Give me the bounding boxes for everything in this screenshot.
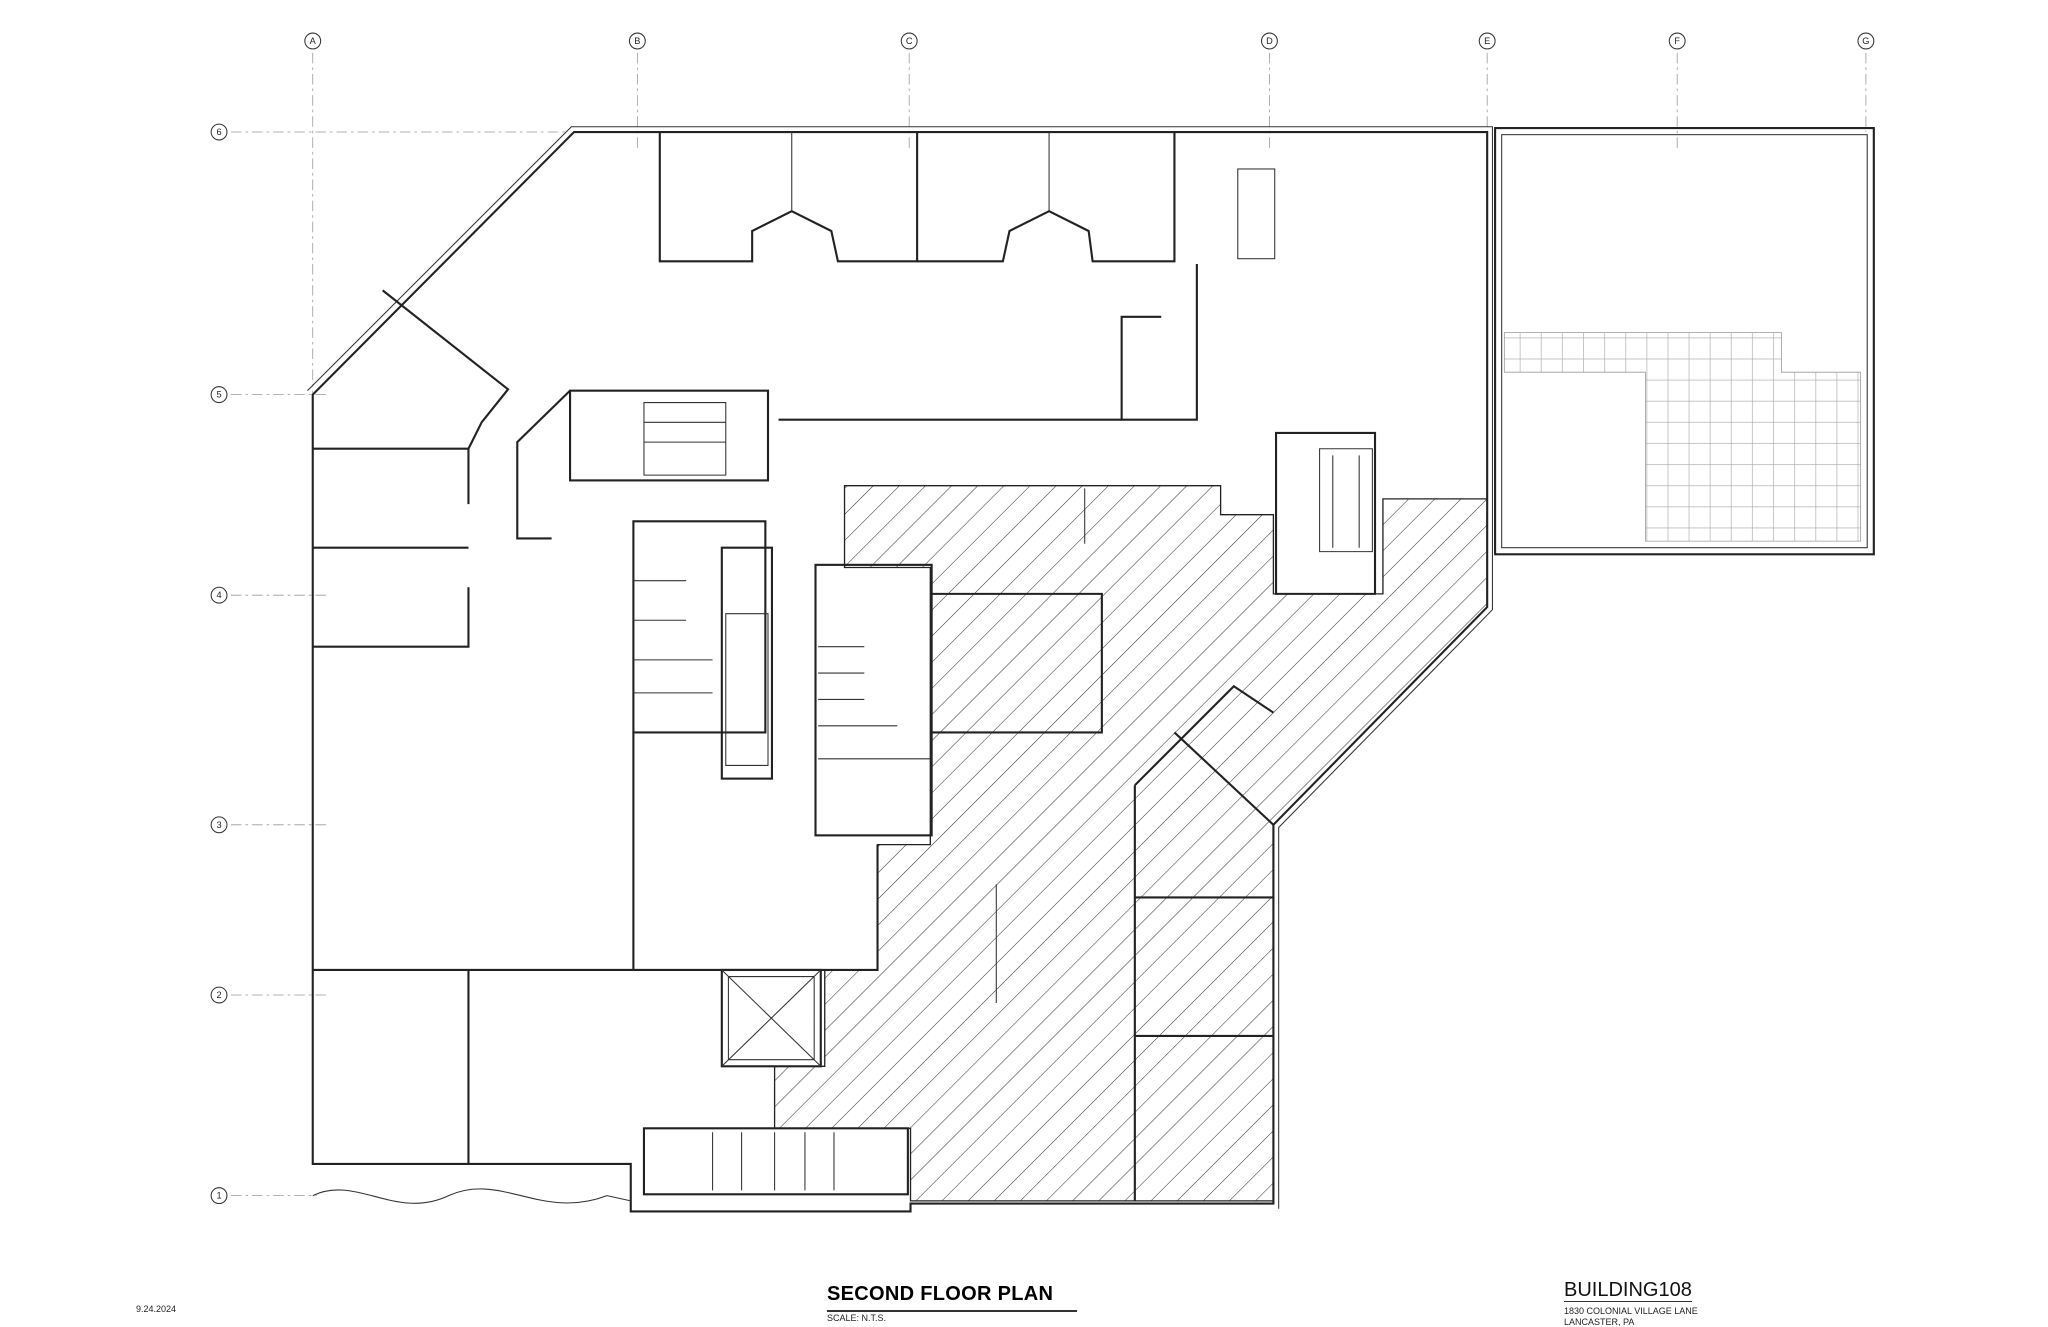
grid-bubble-b: B bbox=[628, 32, 646, 50]
grid-bubble-4: 4 bbox=[210, 586, 228, 604]
svg-text:6: 6 bbox=[216, 127, 221, 137]
building-name: BUILDING108 bbox=[1564, 1279, 1692, 1302]
grid-bubble-a: A bbox=[304, 32, 322, 50]
svg-text:E: E bbox=[1484, 36, 1490, 46]
grid-bubble-2: 2 bbox=[210, 986, 228, 1004]
title-underline bbox=[827, 1310, 1077, 1312]
svg-text:F: F bbox=[1674, 36, 1680, 46]
grid-bubble-g: G bbox=[1857, 32, 1875, 50]
grid-bubble-c: C bbox=[900, 32, 918, 50]
grid-bubbles: A B C D E F G 6 5 4 3 2 1 bbox=[210, 32, 1875, 1205]
svg-text:5: 5 bbox=[216, 390, 221, 400]
svg-text:G: G bbox=[1862, 36, 1869, 46]
exterior-walls bbox=[307, 126, 1875, 1213]
grid-bubble-d: D bbox=[1260, 32, 1278, 50]
svg-text:2: 2 bbox=[216, 990, 221, 1000]
grid-lines bbox=[230, 52, 1867, 1197]
drawing-date: 9.24.2024 bbox=[136, 1304, 177, 1314]
svg-text:4: 4 bbox=[216, 590, 221, 600]
grid-bubble-3: 3 bbox=[210, 816, 228, 834]
drawing-title: SECOND FLOOR PLAN bbox=[827, 1283, 1054, 1305]
svg-text:A: A bbox=[310, 36, 317, 46]
grid-bubble-1: 1 bbox=[210, 1187, 228, 1205]
grid-bubble-6: 6 bbox=[210, 123, 228, 141]
grid-bubble-5: 5 bbox=[210, 386, 228, 404]
svg-text:3: 3 bbox=[216, 820, 221, 830]
drawing-scale: SCALE: N.T.S. bbox=[827, 1313, 887, 1323]
svg-text:B: B bbox=[634, 36, 640, 46]
svg-text:1: 1 bbox=[216, 1191, 221, 1201]
hatched-area bbox=[773, 485, 1488, 1202]
address-line-2: LANCASTER, PA bbox=[1564, 1317, 1635, 1327]
interior-walls bbox=[312, 132, 1377, 1201]
grid-bubble-f: F bbox=[1668, 32, 1686, 50]
svg-text:D: D bbox=[1266, 36, 1273, 46]
grid-bubble-e: E bbox=[1478, 32, 1496, 50]
svg-text:C: C bbox=[906, 36, 913, 46]
address-line-1: 1830 COLONIAL VILLAGE LANE bbox=[1564, 1306, 1698, 1316]
tile-area bbox=[1503, 332, 1862, 542]
